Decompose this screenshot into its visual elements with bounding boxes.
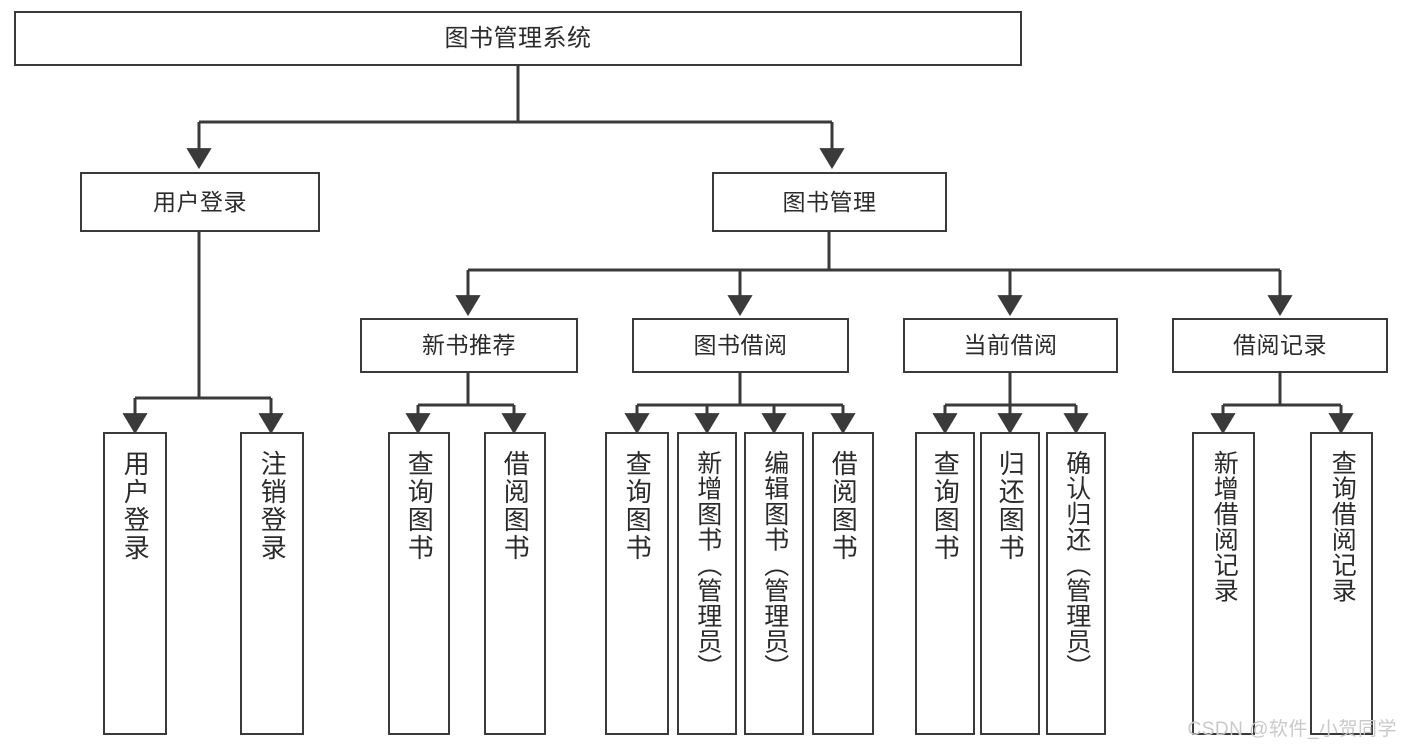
- node-book-management[interactable]: 图书管理: [712, 172, 947, 232]
- node-label: 确认归还（管理员）: [1062, 450, 1091, 680]
- node-label: 图书管理: [782, 188, 877, 215]
- node-root-system[interactable]: 图书管理系统: [14, 11, 1022, 66]
- node-label: 借阅图书: [828, 450, 859, 562]
- leaf-borrow-add-book[interactable]: 新增图书（管理员）: [677, 432, 737, 735]
- node-label: 借阅图书: [500, 450, 531, 562]
- leaf-records-query-record[interactable]: 查询借阅记录: [1310, 432, 1373, 735]
- node-label: 当前借阅: [963, 332, 1058, 359]
- node-label: 编辑图书（管理员）: [760, 450, 789, 680]
- node-label: 查询图书: [622, 450, 653, 562]
- node-label: 查询借阅记录: [1328, 450, 1357, 603]
- leaf-records-add-record[interactable]: 新增借阅记录: [1192, 432, 1255, 735]
- csdn-watermark: CSDN @软件_小贺同学: [1187, 719, 1397, 740]
- node-label: 查询图书: [404, 450, 435, 562]
- node-label: 用户登录: [120, 450, 151, 562]
- leaf-current-query-book[interactable]: 查询图书: [915, 432, 975, 735]
- node-label: 注销登录: [257, 450, 288, 562]
- node-new-book-recommend[interactable]: 新书推荐: [360, 318, 578, 373]
- leaf-recommend-borrow-book[interactable]: 借阅图书: [484, 432, 546, 735]
- leaf-user-login-logout[interactable]: 注销登录: [240, 432, 304, 735]
- leaf-recommend-query-book[interactable]: 查询图书: [388, 432, 450, 735]
- node-label: 新增借阅记录: [1210, 450, 1239, 603]
- node-label: 图书借阅: [693, 332, 788, 359]
- node-book-borrow[interactable]: 图书借阅: [632, 318, 849, 373]
- node-user-login[interactable]: 用户登录: [80, 172, 320, 232]
- node-label: 新书推荐: [422, 332, 516, 359]
- leaf-borrow-edit-book[interactable]: 编辑图书（管理员）: [744, 432, 804, 735]
- node-label: 借阅记录: [1233, 332, 1327, 359]
- leaf-user-login-login[interactable]: 用户登录: [103, 432, 167, 735]
- node-borrow-records[interactable]: 借阅记录: [1172, 318, 1388, 373]
- leaf-borrow-borrow-book[interactable]: 借阅图书: [812, 432, 874, 735]
- node-label: 图书管理系统: [444, 24, 592, 52]
- node-label: 用户登录: [153, 188, 247, 215]
- node-label: 新增图书（管理员）: [693, 450, 722, 680]
- node-label: 归还图书: [995, 450, 1026, 562]
- leaf-current-confirm-return[interactable]: 确认归还（管理员）: [1046, 432, 1106, 735]
- node-current-borrow[interactable]: 当前借阅: [903, 318, 1118, 373]
- leaf-borrow-query-book[interactable]: 查询图书: [605, 432, 669, 735]
- leaf-current-return-book[interactable]: 归还图书: [980, 432, 1040, 735]
- node-label: 查询图书: [930, 450, 961, 562]
